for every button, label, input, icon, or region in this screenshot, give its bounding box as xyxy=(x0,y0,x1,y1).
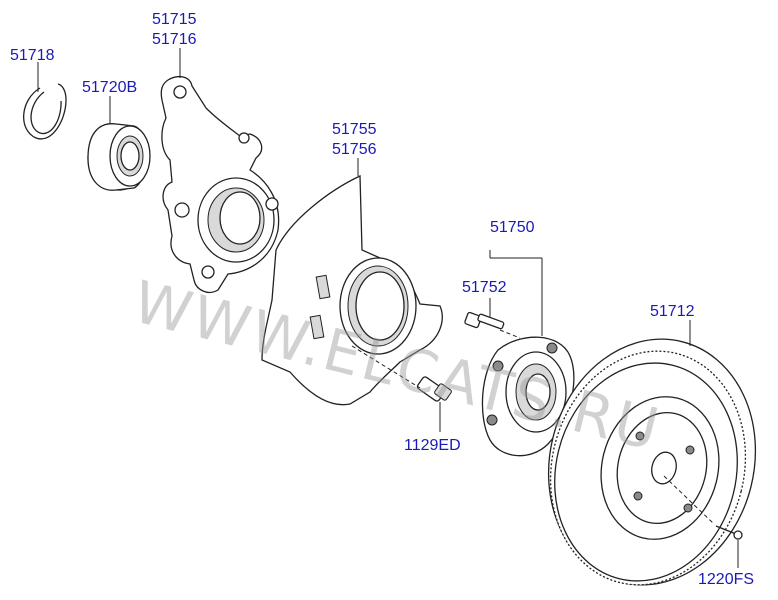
snap-ring-51718[interactable] xyxy=(23,62,67,140)
label-51750: 51750 xyxy=(490,219,535,236)
steering-knuckle-51715-51716[interactable] xyxy=(160,48,280,294)
wheel-bearing-51720b[interactable] xyxy=(87,96,151,191)
label-51712: 51712 xyxy=(650,303,695,320)
bolt-1129ed[interactable] xyxy=(351,345,452,432)
label-51752: 51752 xyxy=(462,279,507,296)
label-51716: 51716 xyxy=(152,31,197,48)
label-1220fs: 1220FS xyxy=(698,571,754,588)
label-51720b: 51720B xyxy=(82,79,137,96)
label-1129ed: 1129ED xyxy=(404,437,461,454)
label-51756: 51756 xyxy=(332,141,377,158)
screw-1220fs[interactable] xyxy=(663,475,743,568)
wheel-hub-51750[interactable] xyxy=(481,250,575,457)
dust-cover-51755-51756[interactable] xyxy=(261,158,443,406)
label-51718: 51718 xyxy=(10,47,55,64)
label-51755: 51755 xyxy=(332,121,377,138)
label-51715: 51715 xyxy=(152,11,197,28)
hub-bolt-51752[interactable] xyxy=(464,298,521,339)
